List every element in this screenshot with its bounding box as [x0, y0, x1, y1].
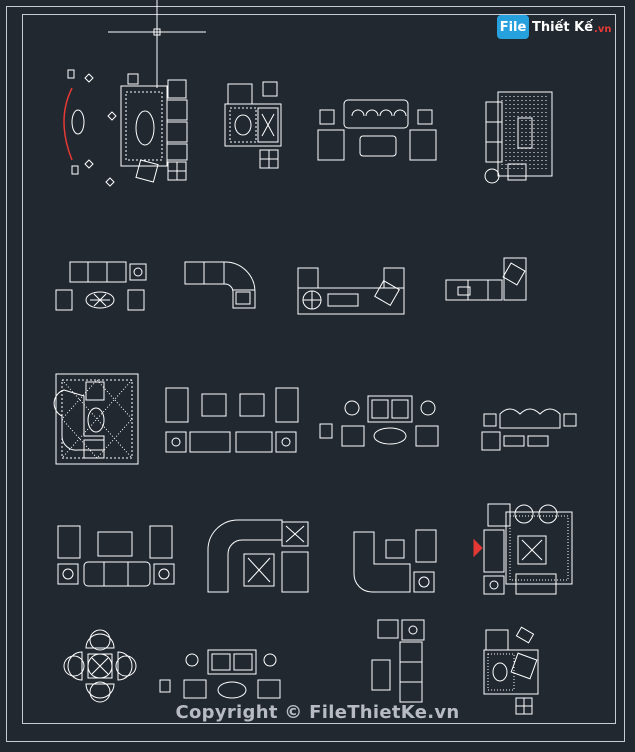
living-room-rug-set[interactable]: [224, 81, 282, 169]
corner-sofa-compact[interactable]: [353, 529, 437, 593]
sofa-set-u-shape[interactable]: [297, 267, 405, 315]
site-logo: File Thiết Kế .vn: [497, 14, 611, 40]
living-room-set-rug-striped[interactable]: [484, 91, 553, 184]
sofa-set-oval-small[interactable]: [159, 649, 281, 699]
logo-suffix: .vn: [594, 23, 612, 35]
corner-sofa-l-shape[interactable]: [445, 257, 527, 301]
sofa-set-oval-table[interactable]: [319, 395, 439, 447]
sofa-set-table-grid[interactable]: [165, 387, 299, 453]
sofa-set-straight[interactable]: [55, 261, 147, 311]
corner-sofa-round[interactable]: [207, 519, 309, 593]
crosshair-cursor: [108, 0, 206, 88]
corner-sofa-vertical[interactable]: [371, 619, 425, 703]
armchair-set-rug[interactable]: [483, 626, 539, 715]
sofa-set-tufted-small[interactable]: [481, 408, 577, 451]
copyright-watermark: Copyright © FileThietKe.vn: [175, 702, 460, 723]
living-room-set-oval-table[interactable]: [63, 69, 188, 187]
corner-sofa-curved[interactable]: [184, 261, 256, 309]
living-room-set-pattern-rug[interactable]: [53, 373, 139, 465]
drawing-border-outer: [6, 6, 625, 742]
logo-mark: File: [497, 15, 529, 39]
sofa-set-tufted[interactable]: [317, 99, 437, 161]
living-room-set-red-accent[interactable]: [473, 503, 573, 595]
round-table-four-chairs[interactable]: [63, 629, 137, 703]
logo-text: Thiết Kế: [532, 19, 594, 35]
sofa-set-classic[interactable]: [57, 525, 175, 587]
drawing-border-inner: [22, 14, 616, 724]
